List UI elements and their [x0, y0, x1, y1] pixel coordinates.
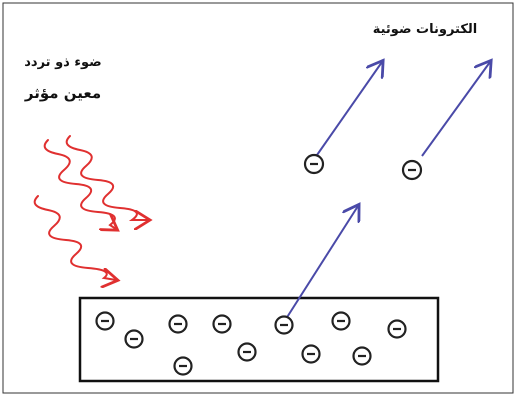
electron-icon: [352, 346, 372, 366]
electron-path: [283, 206, 358, 323]
emitted-electrons: [303, 153, 423, 181]
electron-paths: [283, 62, 490, 323]
light-waves: [33, 135, 148, 280]
electron-icon: [212, 314, 232, 334]
metal-electrons: [95, 311, 407, 376]
electron-icon: [168, 314, 188, 334]
electron-icon: [95, 311, 115, 331]
electron-path: [316, 62, 382, 156]
photoelectrons-label: الكترونات ضوئية: [372, 22, 478, 37]
electron-icon: [303, 153, 325, 175]
light-label: ضوء ذو تردد معين مؤثر: [8, 48, 118, 108]
light-label-line2: معين مؤثر: [24, 84, 102, 102]
electron-icon: [237, 342, 257, 362]
electron-icon: [387, 319, 407, 339]
metal-surface: [78, 296, 440, 383]
electron-icon: [124, 329, 144, 349]
light-wave: [65, 135, 148, 220]
light-wave: [33, 195, 116, 280]
light-label-line1: ضوء ذو تردد: [24, 55, 102, 70]
electron-icon: [301, 344, 321, 364]
electron-icon: [274, 315, 294, 335]
light-wave: [43, 139, 116, 229]
electron-path: [421, 62, 490, 157]
electron-icon: [331, 311, 351, 331]
electron-icon: [401, 159, 423, 181]
electron-icon: [173, 356, 193, 376]
